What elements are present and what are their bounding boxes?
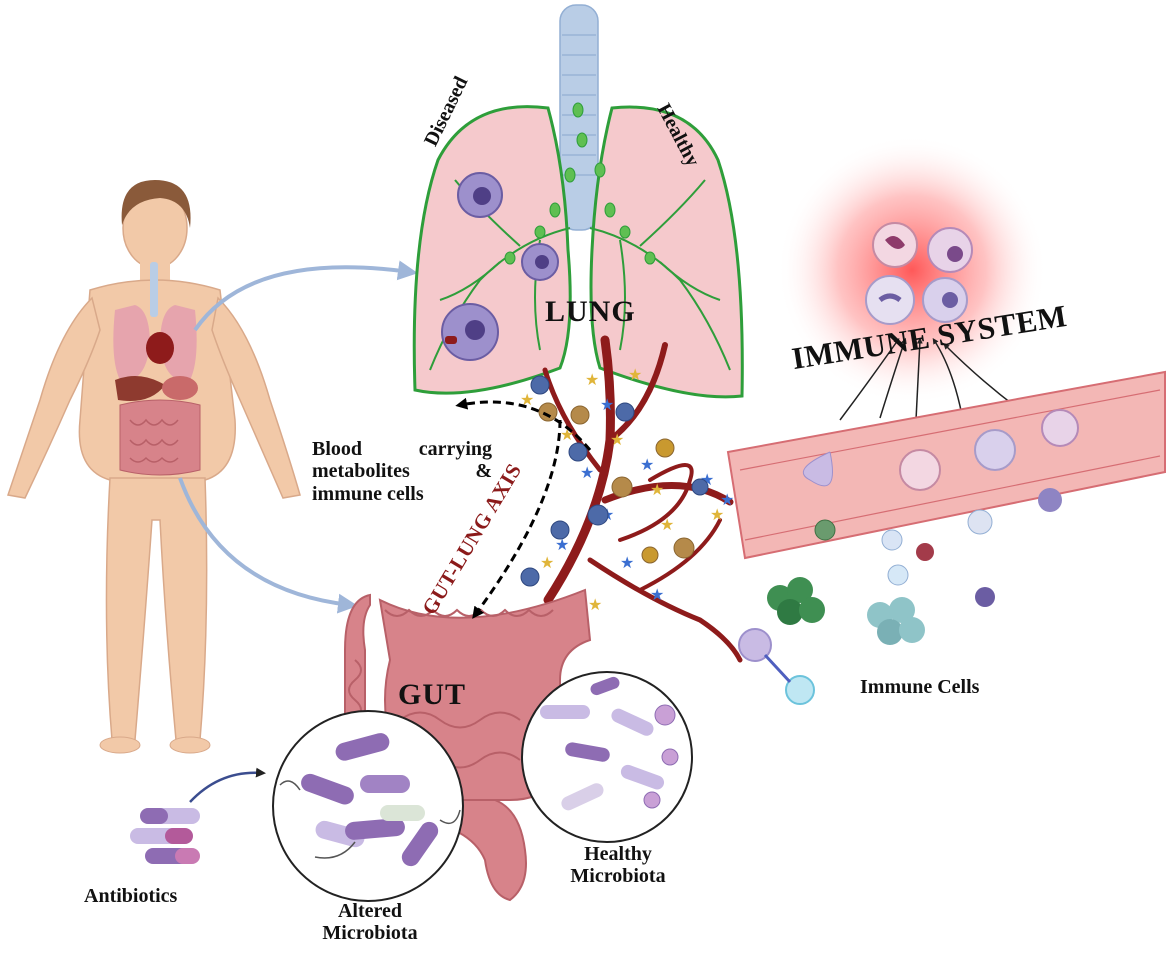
immune-cells-phrase: immune cells [312, 482, 424, 505]
blood-carrying-label: Blood carrying metabolites & immune cells [312, 438, 492, 505]
svg-text:★: ★ [628, 367, 642, 384]
svg-text:★: ★ [585, 372, 599, 389]
svg-text:★: ★ [580, 465, 594, 482]
body-to-lung-arrow [193, 260, 418, 332]
svg-text:★: ★ [720, 492, 734, 509]
altered-microbiota-line1: Altered [337, 900, 403, 922]
healthy-microbiota-line2: Microbiota [570, 865, 666, 888]
body-to-gut-arrow [178, 477, 358, 614]
trachea [559, 4, 599, 231]
lung-label: LUNG [545, 295, 636, 328]
immune-cells-label: Immune Cells [860, 676, 980, 698]
healthy-microbiota-label: Healthy Microbiota [548, 843, 688, 888]
carrying-word: carrying [418, 438, 492, 460]
altered-microbiota-circle [272, 710, 464, 902]
svg-text:★: ★ [710, 507, 724, 524]
svg-text:★: ★ [650, 482, 664, 499]
svg-text:★: ★ [650, 587, 664, 604]
metabolites-word: metabolites [312, 460, 410, 483]
immune-cell-cluster [738, 519, 995, 705]
svg-text:★: ★ [555, 537, 569, 554]
altered-microbiota-label: Altered Microbiota [300, 900, 440, 945]
antibiotic-capsules [130, 808, 200, 864]
healthy-microbiota-circle [521, 671, 693, 843]
gut-lung-axis-arrows [455, 397, 592, 619]
svg-text:★: ★ [610, 432, 624, 449]
svg-text:★: ★ [600, 397, 614, 414]
svg-text:★: ★ [640, 457, 654, 474]
svg-text:★: ★ [588, 597, 602, 614]
svg-text:★: ★ [660, 517, 674, 534]
blood-vessel [726, 370, 1166, 560]
svg-text:★: ★ [620, 555, 634, 572]
inflammatory-cells [865, 222, 973, 325]
antibiotics-arrow [189, 767, 266, 803]
inflammation-glow [777, 135, 1047, 405]
gut-label: GUT [398, 678, 467, 711]
blood-word: Blood [312, 438, 363, 460]
altered-microbiota-line2: Microbiota [322, 922, 418, 945]
svg-text:★: ★ [540, 555, 554, 572]
ampersand: & [475, 460, 492, 483]
healthy-microbiota-line1: Healthy [584, 843, 652, 865]
lungs [412, 4, 744, 399]
healthy-lung [589, 105, 744, 399]
antibiotics-label: Antibiotics [84, 885, 178, 907]
human-body [7, 180, 301, 754]
lung-macrophages [441, 172, 559, 361]
circulating-cells [520, 375, 709, 587]
